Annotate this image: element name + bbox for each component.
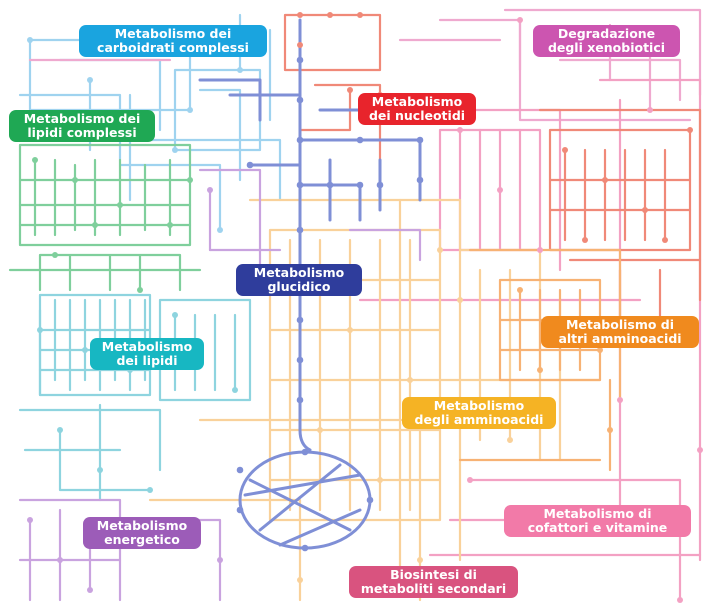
label-line-1: Biosintesi di — [390, 567, 477, 582]
label-line-1: Metabolismo — [96, 518, 188, 533]
pathway-energy — [18, 168, 422, 602]
label-line-1: Metabolismo dei — [114, 26, 232, 41]
label-lipids: Metabolismo dei lipidi — [90, 338, 204, 370]
label-line-2: carboidrati complessi — [97, 40, 249, 55]
label-line-2: energetico — [104, 532, 180, 547]
label-line-1: Metabolismo dei — [23, 111, 141, 126]
label-carbohydrate-complex: Metabolismo dei carboidrati complessi — [79, 25, 267, 57]
label-amino-acids: Metabolismo degli amminoacidi — [402, 397, 556, 429]
label-line-2: glucidico — [267, 279, 331, 294]
label-line-1: Metabolismo — [253, 265, 345, 280]
label-line-1: Metabolismo di — [565, 317, 675, 332]
label-line-2: dei lipidi — [116, 353, 178, 368]
label-line-2: cofattori e vitamine — [527, 520, 668, 535]
label-line-1: Metabolismo — [101, 339, 193, 354]
label-cofactors-vitamins: Metabolismo di cofattori e vitamine — [504, 505, 691, 537]
label-xenobiotics: Degradazione degli xenobiotici — [533, 25, 680, 57]
label-line-2: dei nucleotidi — [368, 108, 466, 123]
label-line-2: metaboliti secondari — [360, 581, 507, 596]
label-line-2: degli xenobiotici — [547, 40, 666, 55]
label-line-2: lipidi complessi — [27, 125, 137, 140]
label-nucleotides: Metabolismo dei nucleotidi — [358, 93, 476, 125]
label-line-1: Metabolismo di — [543, 506, 652, 521]
label-other-amino-acids: Metabolismo di altri amminoacidi — [541, 316, 699, 348]
label-line-2: altri amminoacidi — [558, 331, 682, 346]
label-complex-lipids: Metabolismo dei lipidi complessi — [9, 110, 155, 142]
label-line-1: Degradazione — [557, 26, 656, 41]
label-secondary-metabolites: Biosintesi di metaboliti secondari — [349, 566, 518, 598]
label-line-1: Metabolismo — [433, 398, 525, 413]
pathway-lipids-blue — [18, 293, 252, 502]
label-line-1: Metabolismo — [371, 94, 463, 109]
pathway-other-amino-acids — [458, 248, 622, 472]
pathway-complex-lipids — [8, 143, 202, 292]
label-line-2: degli amminoacidi — [414, 412, 544, 427]
label-glucidic: Metabolismo glucidico — [236, 264, 362, 296]
label-energy: Metabolismo energetico — [83, 517, 201, 549]
